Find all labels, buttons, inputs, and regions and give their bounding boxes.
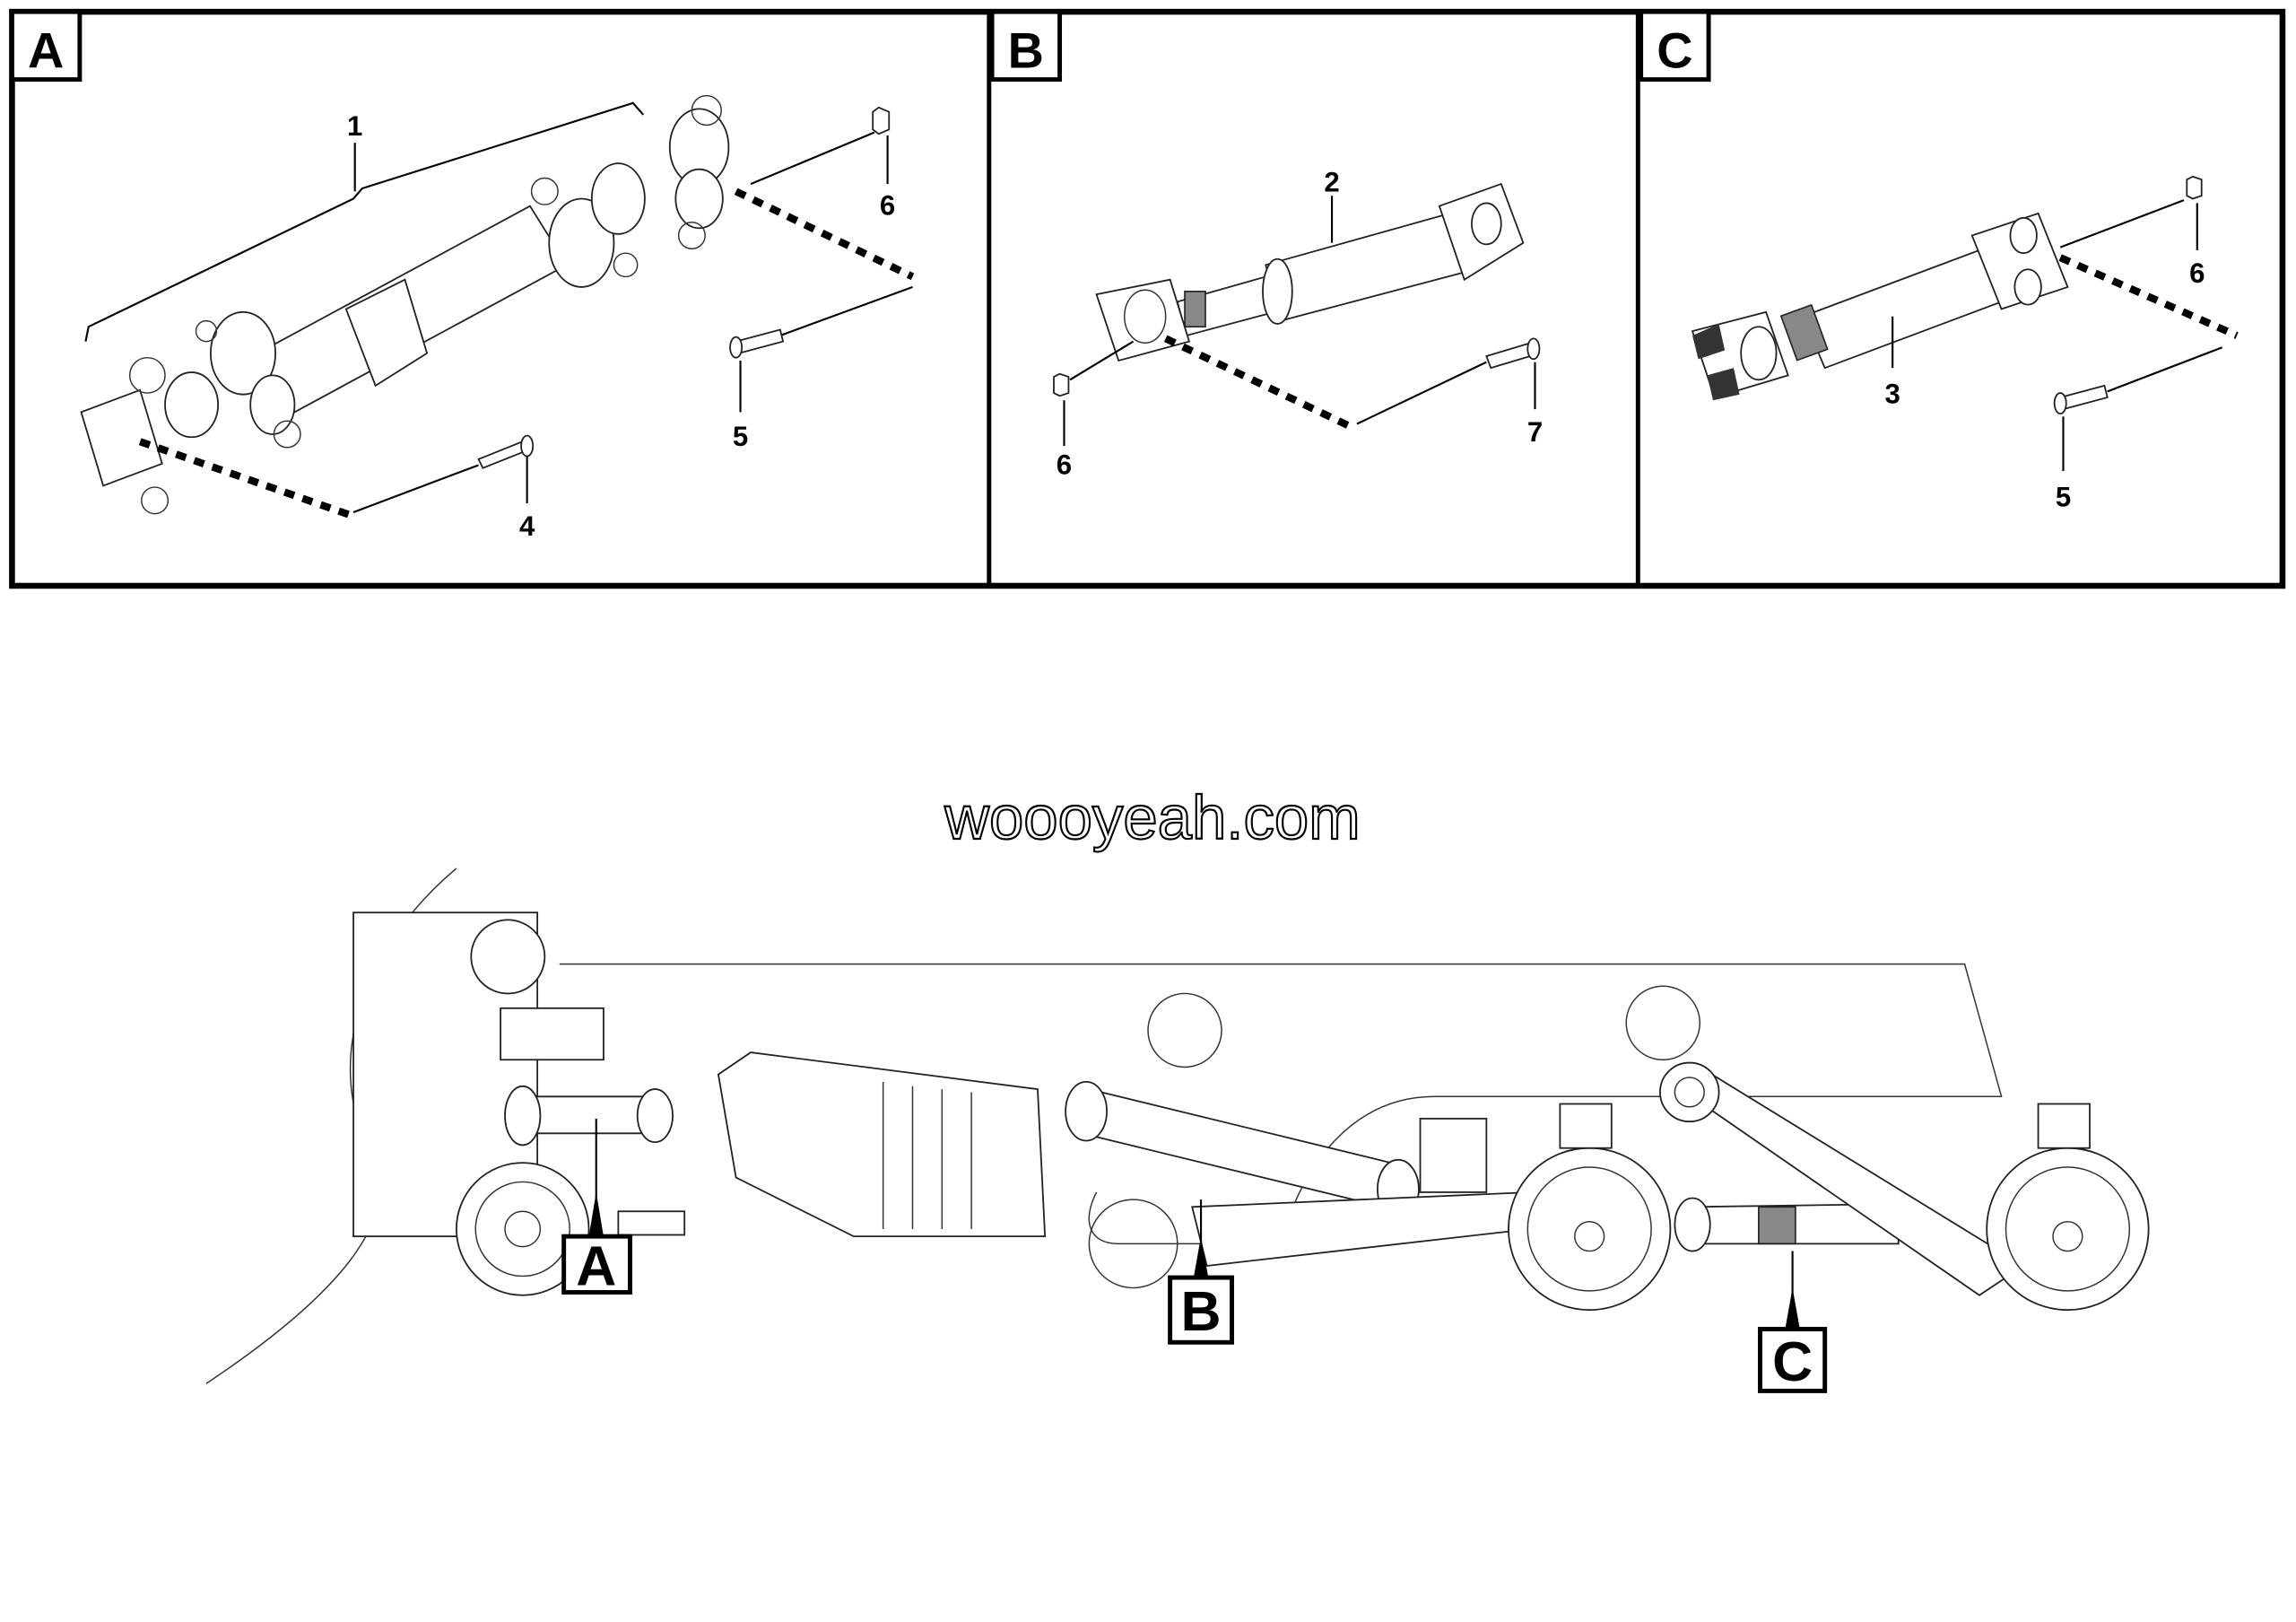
callout-6c: 6 <box>2189 257 2205 289</box>
callout-5: 5 <box>733 421 748 452</box>
locator-b-label: B <box>1181 1281 1222 1343</box>
wheel-front <box>455 1162 590 1296</box>
callout-6b: 6 <box>1057 449 1072 480</box>
locator-a-label: A <box>576 1235 616 1297</box>
callout-2: 2 <box>1324 166 1339 197</box>
locator-a: A <box>561 1118 632 1297</box>
driveshaft-c-drawing <box>1691 212 2069 401</box>
locator-c: C <box>1758 1251 1828 1393</box>
callout-6: 6 <box>880 190 895 222</box>
panel-c-letter: C <box>1657 22 1692 78</box>
bolt-4-icon <box>477 440 528 469</box>
callout-5c: 5 <box>2056 481 2071 512</box>
panel-b: B 2 6 7 <box>989 9 1543 480</box>
panel-a: A 1 4 5 <box>9 9 915 542</box>
callout-4: 4 <box>519 510 535 542</box>
panel-c: C 3 6 5 <box>1639 9 2239 512</box>
locator-c-label: C <box>1772 1331 1813 1393</box>
panel-frames <box>9 8 2286 589</box>
panel-a-letter: A <box>28 22 64 78</box>
bolt-5-icon <box>735 328 785 354</box>
bolt-5-icon <box>2059 384 2109 411</box>
wheel-rear <box>1986 1147 2150 1312</box>
wheel-middle <box>1508 1147 1672 1312</box>
nut-6-icon <box>1053 372 1070 397</box>
driveshaft-a-drawing <box>80 94 730 515</box>
driveshaft-b-drawing <box>1095 182 1525 362</box>
vehicle-overview-drawing <box>205 868 2150 1384</box>
watermark: woooyeah.com <box>944 783 1360 852</box>
nut-6-icon <box>872 106 891 135</box>
locator-b: B <box>1168 1199 1234 1345</box>
callout-7: 7 <box>1527 416 1543 448</box>
callout-1: 1 <box>347 110 362 142</box>
nut-6-icon <box>2186 175 2203 200</box>
callout-3: 3 <box>1885 379 1900 410</box>
panel-b-letter: B <box>1008 22 1044 78</box>
